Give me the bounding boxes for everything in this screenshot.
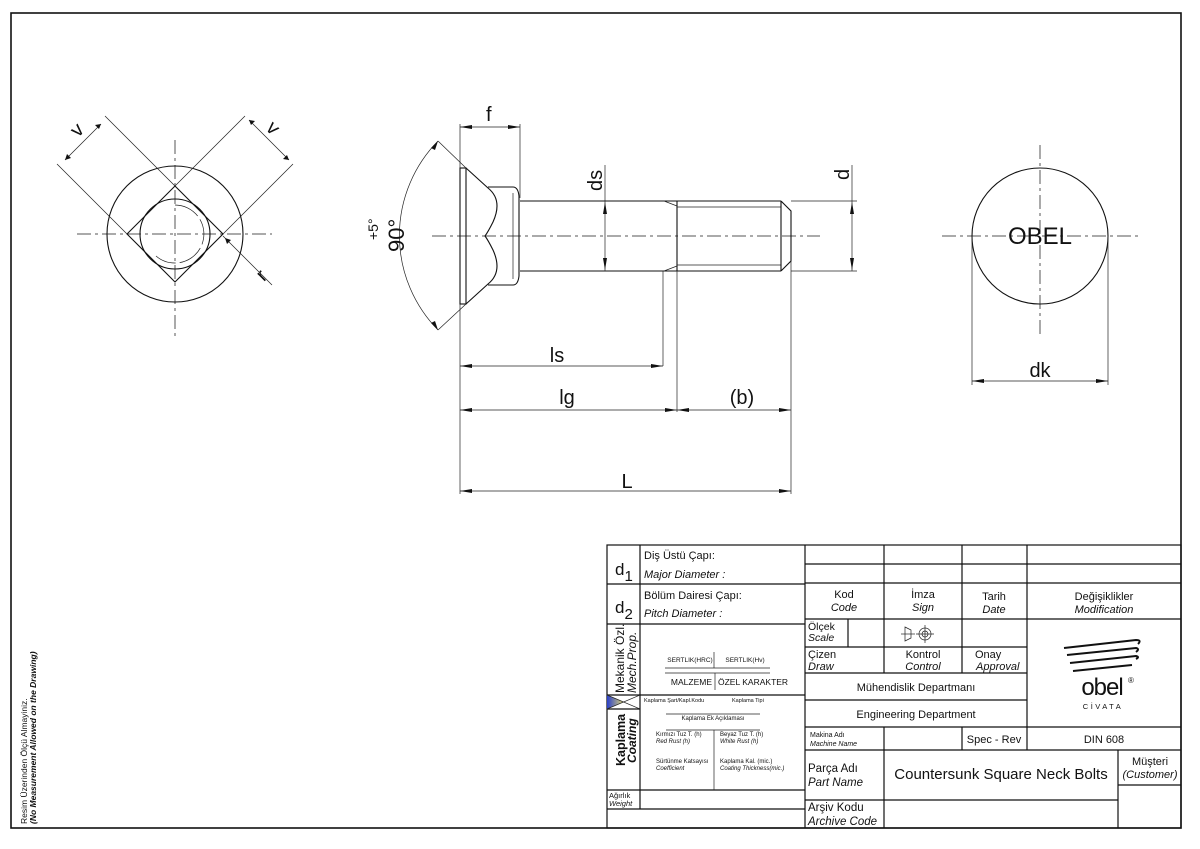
bolt-lines-icon	[1063, 638, 1141, 672]
side-note: Resim Üzerinden Ölçü Almayiniz. (No Meas…	[19, 651, 38, 824]
weight-tr: Ağırlık	[609, 791, 631, 800]
draw-en: Draw	[808, 661, 835, 673]
archive-en: Archive Code	[807, 816, 877, 828]
approval-en: Approval	[975, 661, 1020, 673]
obel-logo: obel ® CİVATA	[1063, 638, 1141, 711]
white-rust-tr: Beyaz Tuz T. (h)	[720, 732, 763, 738]
mech-label-en: Mech.Prop.	[625, 632, 639, 693]
dim-ls: ls	[550, 345, 564, 367]
spec-rev-label: Spec - Rev	[967, 734, 1022, 746]
customer-en: (Customer)	[1122, 769, 1177, 781]
dim-angle-tolerance: +5°	[365, 218, 381, 240]
date-tr: Tarih	[982, 591, 1006, 603]
draw-tr: Çizen	[808, 649, 836, 661]
thickness-tr: Kaplama Kal. (mic.)	[720, 759, 772, 765]
modification-en: Modification	[1075, 604, 1134, 616]
dim-b: (b)	[730, 387, 754, 409]
dim-lg: lg	[559, 387, 575, 409]
friction-en: Coefficient	[656, 766, 685, 772]
weight-en: Weight	[609, 799, 633, 808]
title-block: d1 Diş Üstü Çapı: Major Diameter : d2 Bö…	[606, 544, 1182, 829]
coating-label-en: Coating	[625, 718, 639, 763]
logo-registered: ®	[1128, 676, 1134, 685]
thickness-en: Coating Thickness(mic.)	[720, 766, 784, 772]
archive-tr: Arşiv Kodu	[808, 802, 864, 814]
coating-label-tr: Kaplama	[614, 713, 628, 766]
part-name-value: Countersunk Square Neck Bolts	[894, 766, 1107, 783]
front-view: v v r	[56, 115, 294, 338]
sign-tr: İmza	[911, 588, 936, 601]
head-view: OBEL dk	[942, 145, 1138, 385]
side-note-tr: Resim Üzerinden Ölçü Almayiniz.	[19, 698, 29, 824]
d1-label-en: Major Diameter :	[644, 569, 725, 581]
dim-L: L	[621, 471, 632, 493]
approval-tr: Onay	[975, 649, 1002, 661]
part-name-en: Part Name	[808, 777, 863, 789]
department-en: Engineering Department	[856, 709, 975, 721]
dim-f: f	[486, 104, 492, 126]
department-tr: Mühendislik Departmanı	[857, 682, 976, 694]
control-tr: Kontrol	[906, 649, 941, 661]
head-marking: OBEL	[1008, 223, 1072, 250]
coating-cond-code: Kaplama Şart/Kapl.Kodu	[644, 698, 704, 704]
part-name-tr: Parça Adı	[808, 763, 858, 775]
red-rust-en: Red Rust (h)	[656, 739, 690, 745]
sheet-border	[10, 12, 1182, 829]
code-tr: Kod	[834, 589, 854, 601]
dim-dk: dk	[1029, 360, 1051, 382]
control-en: Control	[905, 661, 941, 673]
side-note-en: (No Measurement Allowed on the Drawing)	[28, 651, 38, 824]
mech-label-tr: Mekanik Özl.	[613, 624, 627, 693]
dim-r: r	[252, 265, 273, 286]
coating-icon	[606, 694, 641, 710]
coating-type: Kaplama Tipi	[732, 698, 764, 704]
d2-label-tr: Bölüm Dairesi Çapı:	[644, 590, 742, 602]
machine-en: Machine Name	[810, 741, 857, 748]
customer-tr: Müşteri	[1132, 756, 1168, 768]
dim-d: d	[832, 169, 854, 180]
logo-subtitle: CİVATA	[1083, 702, 1123, 711]
special-char-label: ÖZEL KARAKTER	[718, 677, 788, 687]
date-en: Date	[982, 604, 1005, 616]
dim-v-left: v	[66, 119, 89, 142]
projection-symbol-icon	[901, 625, 934, 643]
coating-extra: Kaplama Ek Açıklaması	[681, 716, 744, 722]
modification-tr: Değişiklikler	[1075, 591, 1134, 603]
code-en: Code	[831, 602, 857, 614]
dim-angle: 90°	[384, 219, 409, 252]
hardness-hv: SERTLIK(Hv)	[725, 657, 764, 664]
standard-value: DIN 608	[1084, 734, 1124, 746]
dim-ds: ds	[585, 170, 607, 191]
d2-label-en: Pitch Diameter :	[644, 608, 722, 620]
machine-tr: Makina Adı	[810, 732, 845, 739]
side-view: f 90° +5° ds d ls lg	[365, 104, 857, 494]
d1-label-tr: Diş Üstü Çapı:	[644, 550, 715, 562]
sign-en: Sign	[912, 602, 934, 614]
scale-en: Scale	[808, 632, 834, 644]
logo-brand: obel	[1081, 674, 1122, 701]
white-rust-en: White Rust (h)	[720, 739, 758, 745]
material-label: MALZEME	[671, 677, 712, 687]
red-rust-tr: Kırmızı Tuz T. (h)	[656, 732, 702, 738]
hardness-hrc: SERTLIK(HRC)	[667, 657, 712, 664]
d2-symbol: d2	[615, 598, 633, 623]
friction-tr: Sürtünme Katsayısı	[656, 759, 709, 765]
scale-tr: Ölçek	[808, 621, 836, 633]
d1-symbol: d1	[615, 560, 633, 585]
